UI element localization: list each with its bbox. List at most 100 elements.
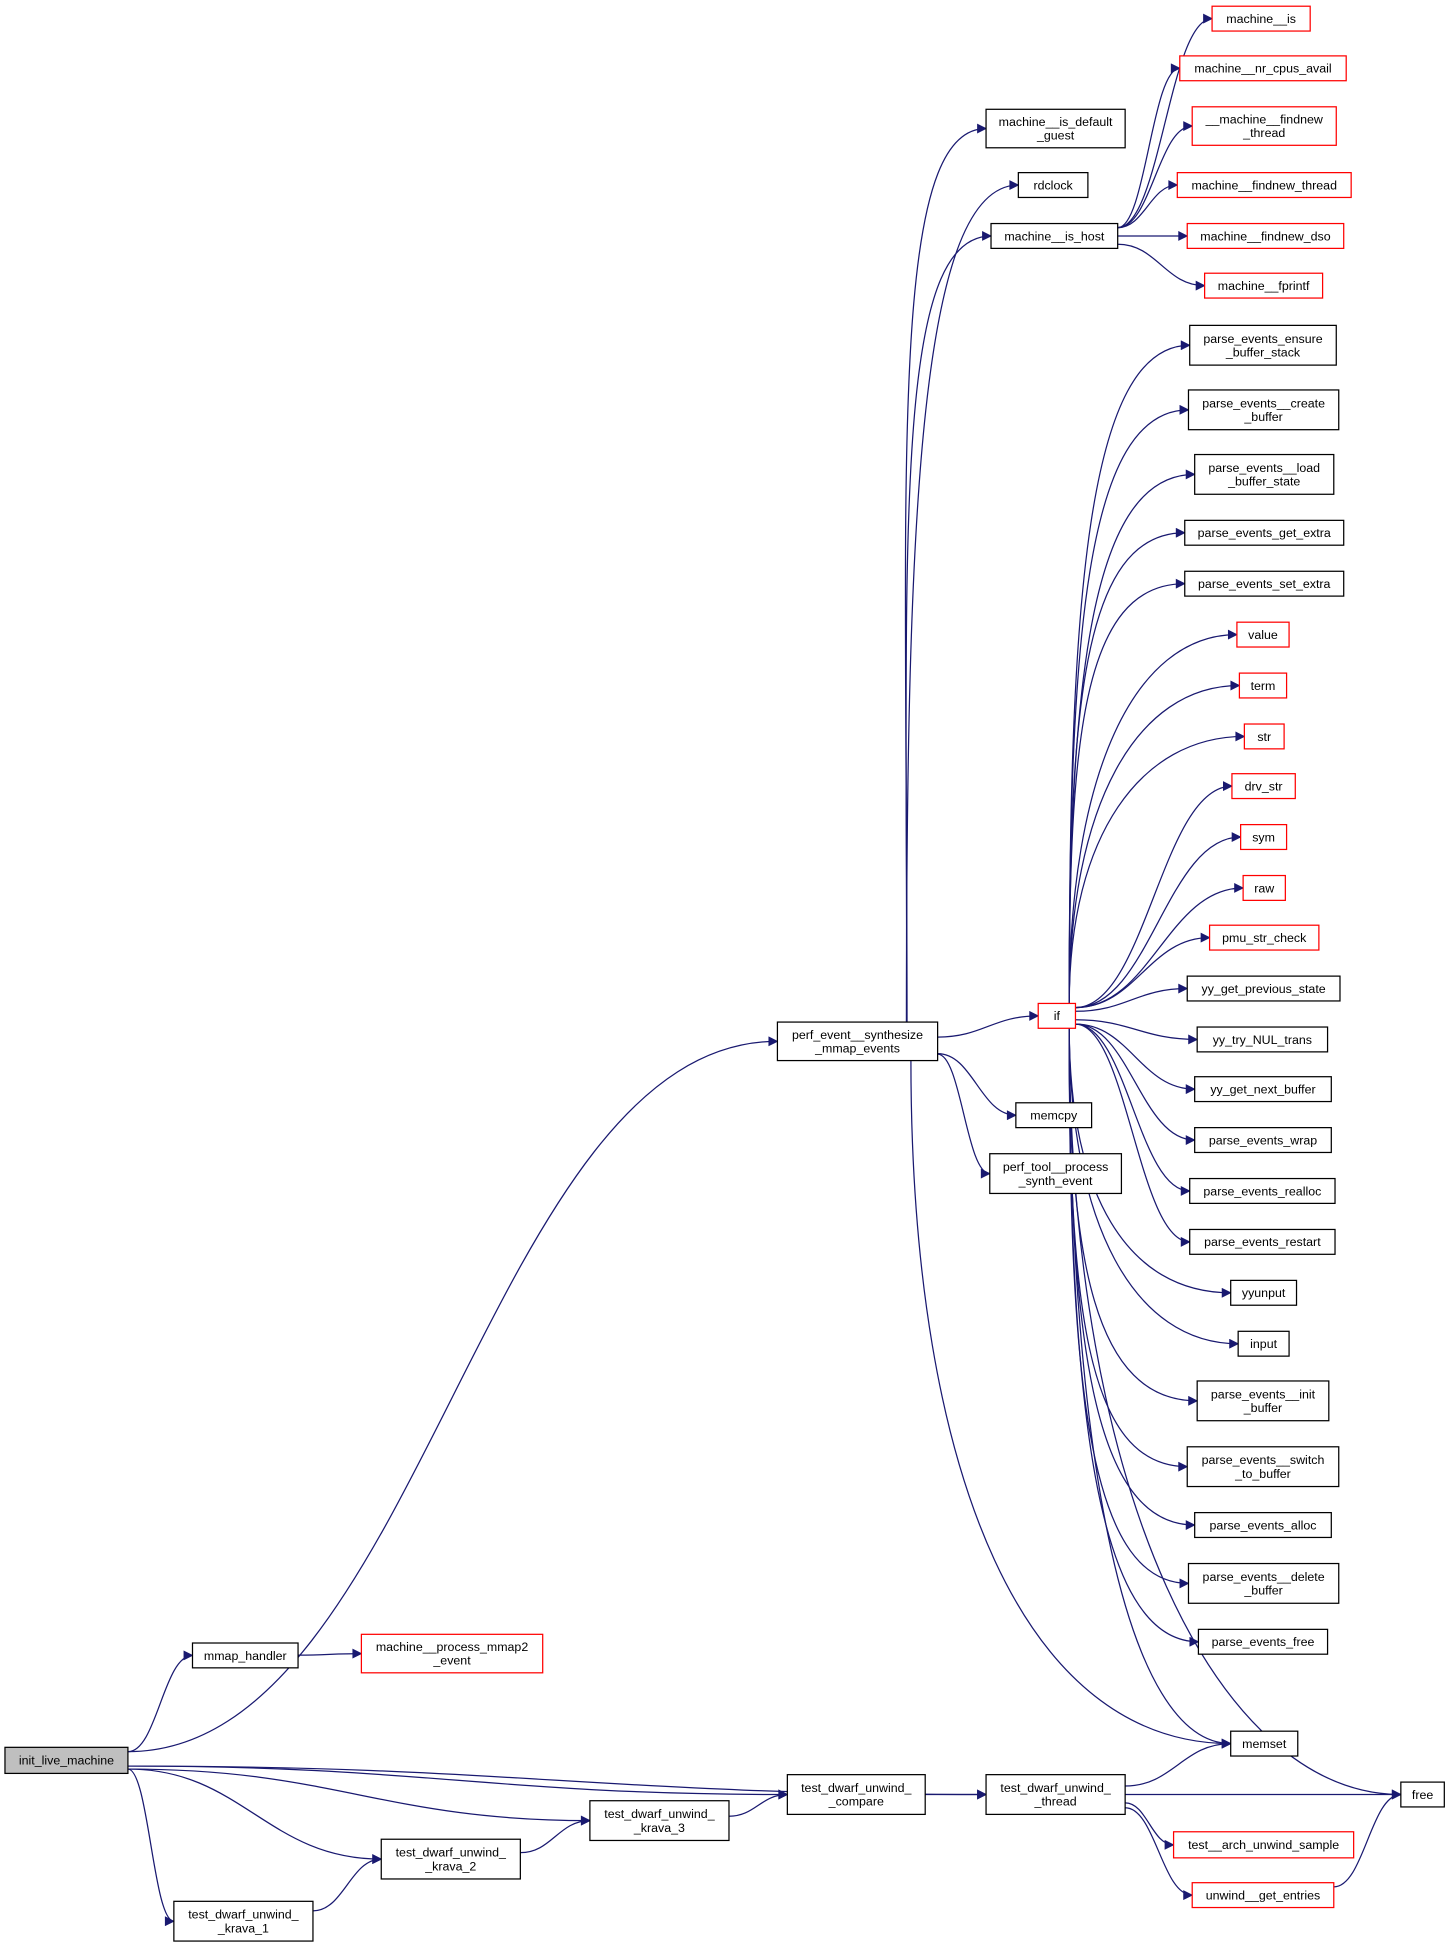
node-perf-event-synthesize-mmap-events[interactable]: perf_event__synthesize_mmap_events xyxy=(776,1021,939,1062)
node-label: parse_events_get_extra xyxy=(1198,526,1331,540)
node-label: test_dwarf_unwind_ xyxy=(604,1807,715,1821)
node-sym[interactable]: sym xyxy=(1240,823,1288,851)
node-label: parse_events_wrap xyxy=(1209,1133,1317,1147)
node-memcpy[interactable]: memcpy xyxy=(1015,1102,1093,1129)
node-machine-fprintf[interactable]: machine__fprintf xyxy=(1204,272,1324,299)
node-machine-is-host[interactable]: machine__is_host xyxy=(990,222,1119,249)
node-unwind-get-entries[interactable]: unwind__get_entries xyxy=(1191,1882,1335,1909)
node-init-live-machine[interactable]: init_live_machine xyxy=(4,1746,129,1775)
edge-if-to-yy_try_NUL_trans xyxy=(1075,1019,1199,1045)
node-if[interactable]: if xyxy=(1037,1002,1077,1029)
node-parse-events-switch-to-buffer[interactable]: parse_events__switch_to_buffer xyxy=(1186,1446,1340,1488)
node-test-dwarf-unwind-compare[interactable]: test_dwarf_unwind__compare xyxy=(786,1774,926,1816)
node-label: test__arch_unwind_sample xyxy=(1188,1838,1339,1852)
node-parse-events-ensure-buffer-stack[interactable]: parse_events_ensure_buffer_stack xyxy=(1189,324,1337,366)
node-box xyxy=(1191,1882,1335,1909)
edge-if-to-str xyxy=(1068,731,1246,1004)
node-machine-findnew-thread[interactable]: __machine__findnew_thread xyxy=(1191,106,1337,146)
node-free[interactable]: free xyxy=(1400,1781,1445,1808)
node-test-dwarf-unwind-krava-1[interactable]: test_dwarf_unwind__krava_1 xyxy=(173,1900,314,1942)
edge-machine__is_host-to-machine__fprintf xyxy=(1117,243,1206,291)
node-test-dwarf-unwind-thread[interactable]: test_dwarf_unwind__thread xyxy=(985,1774,1126,1816)
node-test-dwarf-unwind-krava-3[interactable]: test_dwarf_unwind__krava_3 xyxy=(589,1800,730,1842)
edge-machine__is_host-to-machine__nr_cpus_avail xyxy=(1117,63,1181,229)
node-input[interactable]: input xyxy=(1237,1330,1290,1357)
node-label: _to_buffer xyxy=(1234,1467,1291,1481)
node-yy-get-next-buffer[interactable]: yy_get_next_buffer xyxy=(1194,1076,1332,1103)
node-machine-nr-cpus-avail[interactable]: machine__nr_cpus_avail xyxy=(1179,55,1347,82)
node-label: _synth_event xyxy=(1018,1174,1093,1188)
node-label: input xyxy=(1250,1337,1277,1351)
node-label: test_dwarf_unwind_ xyxy=(188,1908,299,1922)
node-label: init_live_machine xyxy=(19,1754,114,1768)
node-label: term xyxy=(1251,679,1276,693)
node-parse-events-free[interactable]: parse_events_free xyxy=(1197,1628,1329,1655)
node-box xyxy=(1037,1002,1077,1029)
node-parse-events-create-buffer[interactable]: parse_events__create_buffer xyxy=(1187,389,1340,431)
node-box xyxy=(1172,1831,1355,1859)
node-parse-events-get-extra[interactable]: parse_events_get_extra xyxy=(1184,519,1345,546)
edge-if-to-memset xyxy=(1068,1028,1232,1749)
node-label: rdclock xyxy=(1033,178,1073,192)
node-parse-events-load-buffer-state[interactable]: parse_events__load_buffer_state xyxy=(1194,453,1335,495)
edge-if-to-parse_events_get_extra xyxy=(1068,527,1186,1004)
edge-unwind__get_entries-to-free xyxy=(1333,1789,1402,1888)
edge-perf_event__synthesize_mmap_events-to-memcpy xyxy=(937,1053,1017,1121)
node-box xyxy=(1184,570,1345,597)
node-box xyxy=(380,1838,521,1880)
node-box xyxy=(1176,172,1352,199)
edge-if-to-parse_events_set_extra xyxy=(1068,578,1186,1004)
node-pmu-str-check[interactable]: pmu_str_check xyxy=(1208,924,1320,951)
node-box xyxy=(1211,5,1311,32)
node-box xyxy=(1237,1330,1290,1357)
node-box xyxy=(1189,324,1337,366)
node-parse-events-alloc[interactable]: parse_events_alloc xyxy=(1194,1511,1332,1539)
node-label: memset xyxy=(1242,1737,1287,1751)
node-yy-try-NUL-trans[interactable]: yy_try_NUL_trans xyxy=(1196,1026,1329,1053)
node-box xyxy=(1230,1279,1298,1306)
node-rdclock[interactable]: rdclock xyxy=(1017,172,1089,199)
node-label: parse_events_ensure xyxy=(1203,332,1322,346)
node-memset[interactable]: memset xyxy=(1230,1730,1299,1757)
node-term[interactable]: term xyxy=(1238,672,1288,699)
edge-init_live_machine-to-test_dwarf_unwind__krava_2 xyxy=(127,1768,383,1865)
node-label: parse_events__init xyxy=(1211,1387,1316,1401)
edge-if-to-value xyxy=(1068,629,1238,1004)
node-parse-events-restart[interactable]: parse_events_restart xyxy=(1189,1228,1336,1255)
node-box xyxy=(1230,1730,1299,1757)
node-box xyxy=(4,1746,129,1775)
node-box xyxy=(360,1633,544,1674)
node-perf-tool-process-synth-event[interactable]: perf_tool__process_synth_event xyxy=(989,1153,1123,1195)
edge-test_dwarf_unwind__thread-to-unwind__get_entries xyxy=(1125,1807,1194,1901)
node-parse-events-realloc[interactable]: parse_events_realloc xyxy=(1189,1177,1336,1205)
node-str[interactable]: str xyxy=(1243,723,1285,750)
node-drv-str[interactable]: drv_str xyxy=(1231,773,1296,800)
node-test-dwarf-unwind-krava-2[interactable]: test_dwarf_unwind__krava_2 xyxy=(380,1838,521,1880)
edge-test_dwarf_unwind__krava_2-to-test_dwarf_unwind__krava_3 xyxy=(520,1815,591,1854)
node-label: machine__nr_cpus_avail xyxy=(1194,62,1331,76)
node-yyunput[interactable]: yyunput xyxy=(1230,1279,1298,1306)
node-machine-process-mmap2-event[interactable]: machine__process_mmap2_event xyxy=(360,1633,544,1674)
node-label: machine__findnew_dso xyxy=(1200,229,1330,243)
node-label: unwind__get_entries xyxy=(1206,1888,1321,1902)
node-raw[interactable]: raw xyxy=(1242,874,1286,901)
node-box xyxy=(1400,1781,1445,1808)
node-mmap-handler[interactable]: mmap_handler xyxy=(191,1642,299,1669)
node-machine-findnew-dso[interactable]: machine__findnew_dso xyxy=(1186,222,1345,249)
node-parse-events-init-buffer[interactable]: parse_events__init_buffer xyxy=(1196,1380,1330,1422)
node-parse-events-wrap[interactable]: parse_events_wrap xyxy=(1194,1127,1332,1154)
node-label: machine__process_mmap2 xyxy=(376,1640,529,1654)
node-machine-is[interactable]: machine__is xyxy=(1211,5,1311,32)
edge-perf_event__synthesize_mmap_events-to-perf_tool__process_synth_event xyxy=(937,1053,991,1179)
node-label: perf_tool__process xyxy=(1003,1160,1109,1174)
node-machine-is-default-guest[interactable]: machine__is_default_guest xyxy=(985,108,1126,149)
node-value[interactable]: value xyxy=(1236,621,1290,648)
node-yy-get-previous-state[interactable]: yy_get_previous_state xyxy=(1186,975,1341,1002)
node-parse-events-set-extra[interactable]: parse_events_set_extra xyxy=(1184,570,1345,597)
node-machine-findnew-thread[interactable]: machine__findnew_thread xyxy=(1176,172,1352,199)
edge-if-to-parse_events_realloc xyxy=(1075,1023,1191,1196)
node-box xyxy=(191,1642,299,1669)
node-parse-events-delete-buffer[interactable]: parse_events__delete_buffer xyxy=(1187,1562,1340,1604)
node-test-arch-unwind-sample[interactable]: test__arch_unwind_sample xyxy=(1172,1831,1355,1859)
